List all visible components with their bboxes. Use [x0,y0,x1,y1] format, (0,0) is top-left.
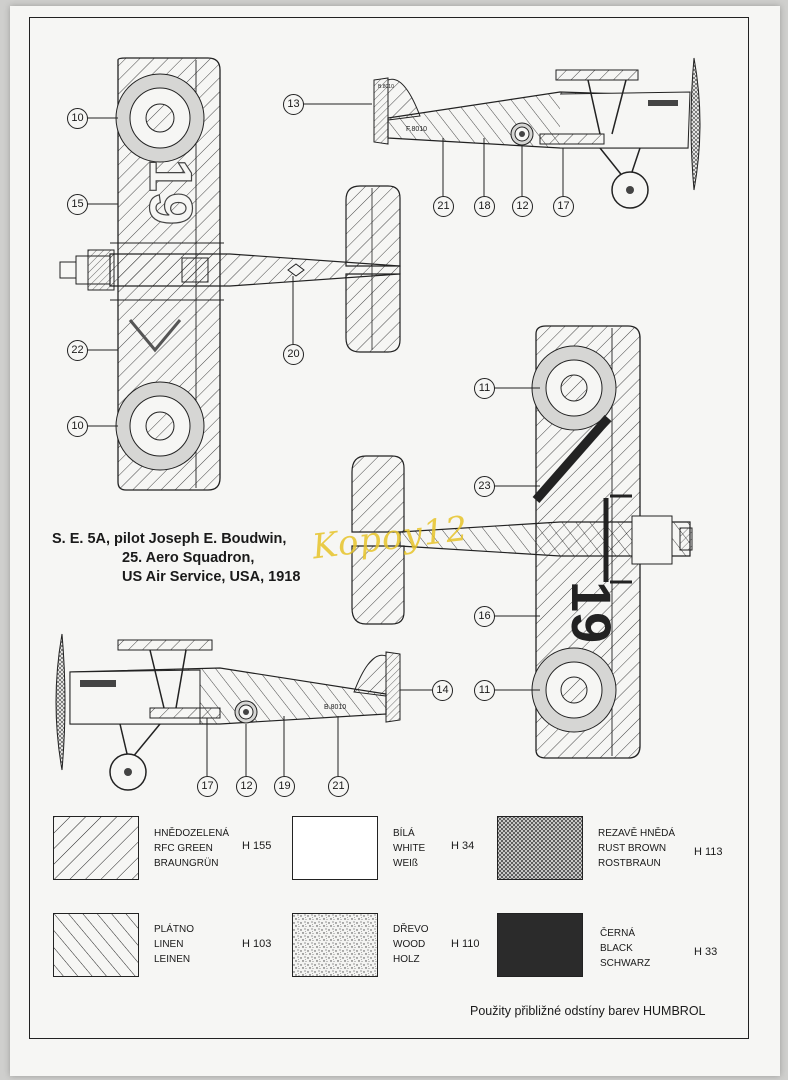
callout-17-top: 17 [553,196,574,217]
top-view-wing-number: 19 [128,158,205,353]
legend-wood-label: DŘEVO WOOD HOLZ [393,924,429,965]
legend-rust-brown-code: H 113 [694,846,723,858]
aircraft-caption: S. E. 5A, pilot Joseph E. Boudwin, 25. A… [52,530,300,587]
caption-line-1: S. E. 5A, pilot Joseph E. Boudwin, [52,531,287,547]
svg-text:19: 19 [137,159,204,226]
legend-rust-brown-label: REZAVĚ HNĚDÁ RUST BROWN ROSTBRAUN [598,828,676,869]
swatch-linen [53,913,139,977]
legend-rfc-green-code: H 155 [242,840,272,852]
underside-fuselage [399,494,693,584]
side-view-right: F.8010 B.8010 [373,57,701,209]
callout-16: 16 [474,606,495,627]
top-view-fuselage [59,249,401,291]
callout-10-lower: 10 [67,416,88,437]
callout-21-bottom: 21 [328,776,349,797]
humbrol-note: Použity přibližné odstíny barev HUMBROL [470,1004,706,1018]
callout-12-bottom: 12 [236,776,257,797]
callout-15: 15 [67,194,88,215]
callout-14: 14 [432,680,453,701]
callout-11-lower: 11 [474,680,495,701]
callout-13: 13 [283,94,304,115]
legend-black-code: H 33 [694,946,718,958]
legend-linen-code: H 103 [242,938,272,950]
side-serial-left: B.8010 [324,704,346,711]
caption-line-3: US Air Service, USA, 1918 [122,569,301,585]
swatch-black [497,913,583,977]
callout-19: 19 [274,776,295,797]
side-serial-right: F.8010 [406,126,427,133]
legend-rfc-green-label: HNĚDOZELENÁ RFC GREEN BRAUNGRÜN [154,828,230,869]
swatch-rfc-green [53,816,139,880]
callout-12-top: 12 [512,196,533,217]
top-view-tailplane [345,185,401,353]
swatch-rust-brown [497,816,583,880]
callout-21-top: 21 [433,196,454,217]
legend-white-label: BÍLÁ WHITE WEIß [393,828,426,869]
legend-white-code: H 34 [451,840,475,852]
callout-22: 22 [67,340,88,361]
legend-linen-label: PLÁTNO LINEN LEINEN [154,924,195,965]
leader-lines [87,103,564,776]
swatch-wood [292,913,378,977]
page-frame [29,17,749,1039]
caption-line-2: 25. Aero Squadron, [122,550,255,566]
callout-20: 20 [283,344,304,365]
swatch-white [292,816,378,880]
underside-tailplane [351,455,405,625]
side-view-left: B.8010 [55,633,401,791]
callout-18: 18 [474,196,495,217]
callout-17-bottom: 17 [197,776,218,797]
legend-black-label: ČERNÁ BLACK SCHWARZ [600,928,651,969]
top-view-roundel-upper [115,73,205,163]
callout-10-upper: 10 [67,108,88,129]
underside-wing-number: 19 [560,581,623,643]
tail-text-right: B.8010 [378,84,394,90]
callout-11-upper: 11 [474,378,495,399]
legend-wood-code: H 110 [451,938,480,950]
callout-23: 23 [474,476,495,497]
top-view-roundel-lower [115,381,205,471]
